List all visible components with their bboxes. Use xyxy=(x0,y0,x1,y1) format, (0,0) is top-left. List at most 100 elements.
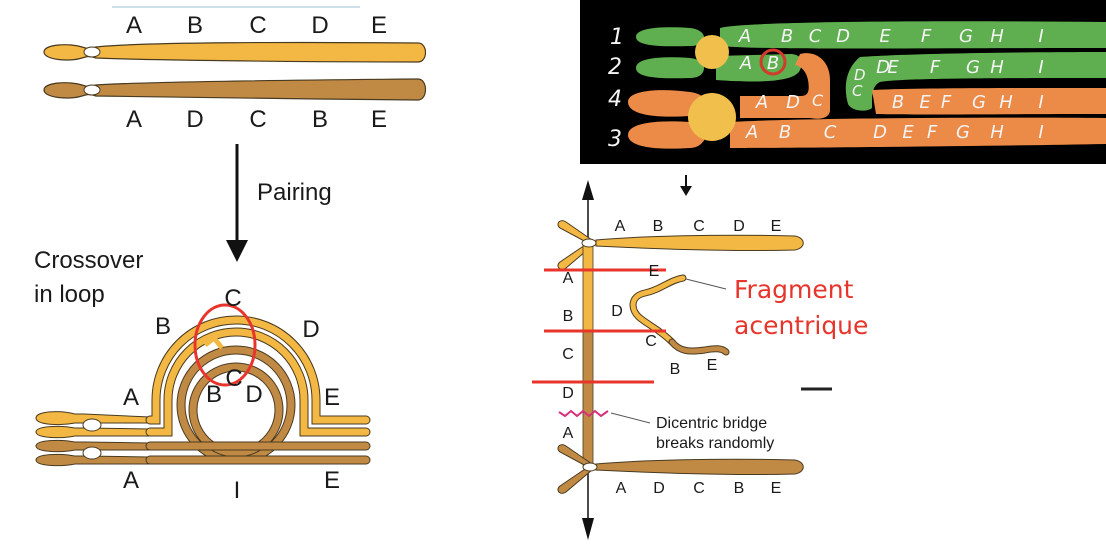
gene-label: B xyxy=(312,106,328,133)
chromosome-arm xyxy=(557,466,593,494)
gene-label: D xyxy=(653,480,665,497)
gene-label: B xyxy=(653,218,664,235)
photo-gene-label: D xyxy=(873,122,887,143)
gene-label: E xyxy=(371,106,387,133)
fragment-light xyxy=(630,275,686,345)
fragment-dark xyxy=(669,339,729,355)
gene-label: C xyxy=(693,218,705,235)
bridge-gene-label: D xyxy=(562,385,574,402)
pairing-label: Pairing xyxy=(257,179,332,206)
photo-gene-label: F xyxy=(930,57,941,78)
arrow-up-icon xyxy=(582,180,594,200)
orange-loop-segment xyxy=(740,53,830,119)
panel-crossover-loop: Crossover in loop C B D xyxy=(34,247,371,504)
photo-gene-label: E xyxy=(879,26,891,47)
gene-label: A xyxy=(616,480,627,497)
bridge-leader-line xyxy=(610,412,651,424)
photo-gene-label: A xyxy=(755,92,768,113)
fragment-title-line2: acentrique xyxy=(734,311,868,340)
bridge-note-line2: breaks randomly xyxy=(656,435,774,452)
photo-gene-label: B xyxy=(779,122,791,143)
loop-strand-light xyxy=(146,316,370,424)
photo-gene-label: F xyxy=(927,122,938,143)
fragment-title-line1: Fragment xyxy=(734,275,854,304)
photo-gene-label: B xyxy=(781,26,793,47)
highlight-circle xyxy=(759,48,787,76)
normal-chromosome xyxy=(43,41,427,63)
gene-label: D xyxy=(311,12,328,39)
gene-label: A xyxy=(615,218,626,235)
centromere xyxy=(82,446,102,460)
loop-label: A xyxy=(123,384,139,411)
bridge-gene-label: A xyxy=(563,270,574,287)
gene-label: B xyxy=(734,480,745,497)
gene-label: B xyxy=(187,12,203,39)
row-number: 3 xyxy=(608,127,622,152)
loop-gene-label: C xyxy=(812,91,824,110)
photo-gene-label: D xyxy=(836,26,850,47)
bridge-gene-label: C xyxy=(562,346,574,363)
green-loop-segment xyxy=(845,52,1106,111)
panel-dicentric-bridge: A B C D E A B C D A E D C B E A D C B E … xyxy=(532,175,868,540)
photo-gene-label: C xyxy=(809,26,822,47)
photo-gene-label: B xyxy=(767,53,779,74)
photo-gene-label: E xyxy=(887,57,899,78)
fragment-gene-label: B xyxy=(670,361,681,378)
crossover-title-line1: Crossover xyxy=(34,247,143,274)
green-chromosome-arm xyxy=(636,57,704,79)
photo-gene-label: F xyxy=(921,26,932,47)
photo-gene-label: A xyxy=(745,122,758,143)
gene-label: C xyxy=(693,480,705,497)
green-chromosome-arm xyxy=(636,27,704,47)
photo-gene-label: I xyxy=(1038,26,1043,47)
orange-chromosome xyxy=(730,117,1106,148)
centromere xyxy=(82,418,102,432)
green-chromosome-segment xyxy=(716,54,802,82)
fragment-gene-label: C xyxy=(645,333,657,350)
photo-gene-label: G xyxy=(956,122,970,143)
photo-gene-label: H xyxy=(990,57,1004,78)
loop-gene-label: C xyxy=(852,82,863,100)
loop-label: E xyxy=(324,384,340,411)
photo-gene-label: E xyxy=(919,92,931,113)
photo-gene-label: A xyxy=(739,53,752,74)
photo-gene-label: I xyxy=(1038,122,1043,143)
arrow-down-icon xyxy=(680,186,692,196)
top-chromosome xyxy=(595,234,804,252)
arrow-down-icon xyxy=(582,518,594,540)
photo-gene-label: H xyxy=(999,92,1013,113)
photo-gene-label: G xyxy=(966,57,980,78)
photo-gene-label: F xyxy=(941,92,952,113)
orange-chromosome xyxy=(872,88,1106,115)
inner-loop-label: B xyxy=(206,381,222,408)
loop-strand-light xyxy=(146,328,370,436)
gene-label: D xyxy=(186,106,203,133)
gene-label: E xyxy=(771,218,782,235)
photo-gene-label: I xyxy=(1038,92,1043,113)
centromere xyxy=(83,84,101,96)
gene-label: C xyxy=(249,106,266,133)
photo-gene-label: H xyxy=(990,26,1004,47)
inner-loop-label: C xyxy=(225,365,242,392)
arrow-down-icon xyxy=(226,240,248,262)
orange-chromosome-arm xyxy=(628,90,706,117)
crossover-title-line2: in loop xyxy=(34,281,105,308)
loop-label: E xyxy=(324,467,340,494)
centromere xyxy=(83,46,101,58)
fragment-gene-label: E xyxy=(707,357,718,374)
orange-chromosome-arm xyxy=(628,121,706,149)
photo-gene-label: G xyxy=(972,92,986,113)
fragment-leader-line xyxy=(685,278,727,290)
row-number: 1 xyxy=(610,25,624,50)
break-zigzag xyxy=(558,409,609,418)
gene-label: C xyxy=(249,12,266,39)
photo-gene-label: H xyxy=(990,122,1004,143)
centromere xyxy=(688,93,736,141)
fragment-gene-label: E xyxy=(649,263,660,280)
row-number: 4 xyxy=(608,87,622,112)
gene-label: A xyxy=(126,12,142,39)
chromosome-arm xyxy=(557,444,593,468)
inner-loop-label: D xyxy=(245,381,262,408)
